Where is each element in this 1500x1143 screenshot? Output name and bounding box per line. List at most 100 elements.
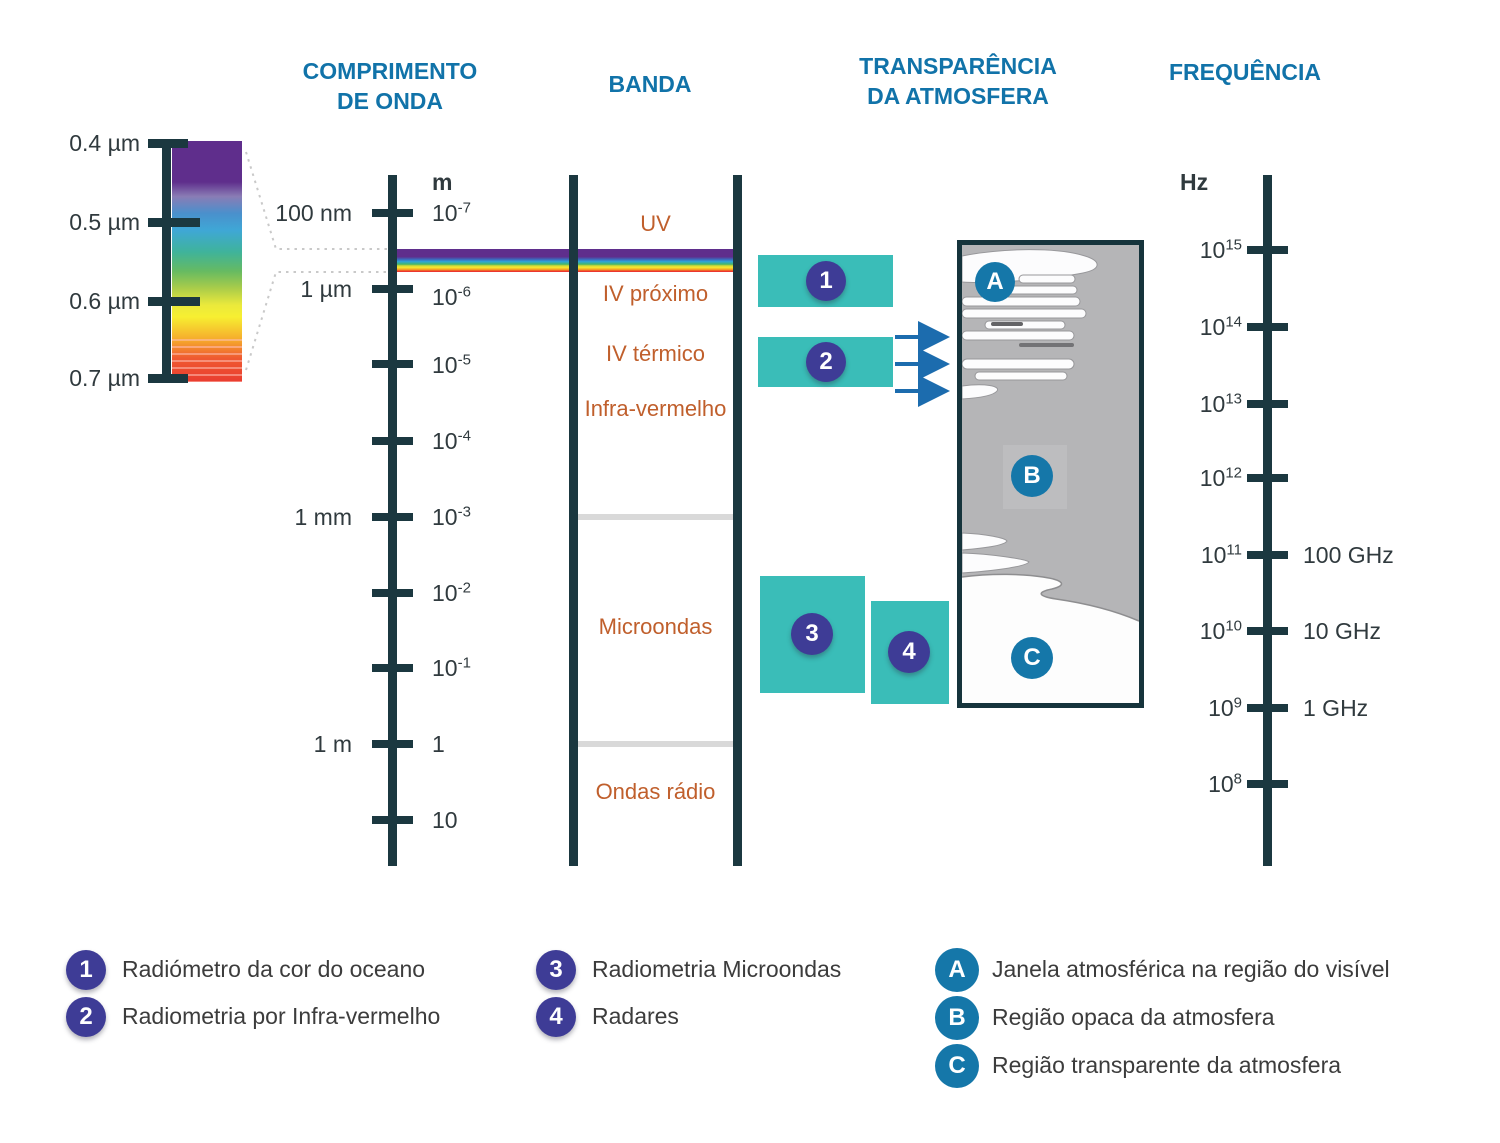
power-exp: -2 — [457, 579, 471, 597]
power-exp: -4 — [457, 427, 471, 445]
power-base: 1 — [432, 731, 445, 757]
frequency-tick-1e13 — [1247, 400, 1288, 408]
header-wavelength: COMPRIMENTO DE ONDA — [230, 56, 550, 116]
header-transparency-line2: DA ATMOSFERA — [867, 83, 1049, 109]
header-wavelength-line1: COMPRIMENTO — [302, 58, 478, 84]
power-base: 10 — [432, 504, 458, 530]
frequency-power-1e11: 1011 — [1130, 542, 1242, 569]
spectrum-tick-0.5 — [148, 218, 200, 227]
frequency-ghz-10: 10 GHz — [1303, 618, 1381, 644]
band-label-uv: UV — [640, 211, 671, 236]
legend-text-1: Radiómetro da cor do oceano — [122, 956, 426, 982]
power-exp: -6 — [457, 283, 471, 301]
absorption-streak-2 — [1019, 343, 1074, 347]
frequency-ghz-1: 1 GHz — [1303, 695, 1369, 721]
wavelength-power-1e-5: 10-5 — [432, 352, 471, 379]
legend-marker-1: 1 — [66, 950, 106, 990]
region-marker-b: B — [1011, 455, 1053, 497]
power-exp: -7 — [457, 199, 471, 217]
band-label-near-ir: IV próximo — [602, 281, 709, 306]
header-wavelength-line2: DE ONDA — [336, 88, 444, 114]
wavelength-metric-1m: 1 m — [313, 731, 352, 757]
legend-text-b: Região opaca da atmosfera — [992, 1004, 1275, 1030]
visible-spectrum-gradient-bar — [172, 141, 242, 383]
power-exp: 10 — [1225, 617, 1242, 635]
frequency-power-1e8: 108 — [1130, 771, 1242, 798]
frequency-power-1e14: 1014 — [1130, 314, 1242, 341]
wavelength-power-1e-7: 10-7 — [432, 200, 471, 227]
sensor-marker-2: 2 — [806, 342, 846, 382]
wavelength-tick-1e-1 — [372, 664, 413, 672]
band-label-radio: Ondas rádio — [595, 779, 716, 804]
power-exp: 8 — [1233, 770, 1242, 788]
spectrum-cap-top — [148, 139, 188, 148]
atmosphere-transparency-plot — [957, 240, 1144, 708]
power-base: 10 — [432, 284, 458, 310]
wavelength-metric-1mm: 1 mm — [294, 504, 353, 530]
frequency-tick-1e15 — [1247, 246, 1288, 254]
sensor-marker-3: 3 — [791, 613, 833, 655]
power-exp: 13 — [1225, 390, 1242, 408]
wavelength-metric-100nm: 100 nm — [275, 200, 352, 226]
frequency-axis-line — [1263, 175, 1272, 866]
power-exp: 9 — [1233, 694, 1242, 712]
power-base: 10 — [432, 807, 458, 833]
legend-marker-b: B — [935, 996, 979, 1040]
band-column-left-line — [569, 175, 578, 866]
legend-marker-3: 3 — [536, 950, 576, 990]
frequency-tick-1e10 — [1247, 627, 1288, 635]
power-base: 10 — [1208, 771, 1234, 797]
frequency-ghz-100: 100 GHz — [1303, 542, 1394, 568]
wavelength-tick-1e-3 — [372, 513, 413, 521]
power-exp: -1 — [457, 654, 471, 672]
legend-marker-c: C — [935, 1044, 979, 1088]
wavelength-tick-10 — [372, 816, 413, 824]
legend-text-c: Região transparente da atmosfera — [992, 1052, 1342, 1078]
legend-marker-4: 4 — [536, 997, 576, 1037]
power-exp: -3 — [457, 503, 471, 521]
wavelength-tick-1e-7 — [372, 209, 413, 217]
power-base: 10 — [432, 655, 458, 681]
wavelength-power-10: 10 — [432, 807, 458, 834]
atmosphere-transparency-chart — [957, 240, 1144, 708]
spectrum-label-0.5um: 0.5 µm — [69, 209, 140, 235]
spectrum-axis-line — [162, 141, 171, 382]
power-base: 10 — [432, 352, 458, 378]
wavelength-power-1e-4: 10-4 — [432, 428, 471, 455]
header-band: BANDA — [608, 71, 692, 97]
power-exp: 15 — [1225, 236, 1242, 254]
band-separator-microwave — [578, 514, 733, 520]
spectrum-tick-0.6 — [148, 297, 200, 306]
spectrum-cap-bottom — [148, 374, 188, 383]
power-exp: 12 — [1225, 464, 1242, 482]
wavelength-power-1: 1 — [432, 731, 445, 758]
power-base: 10 — [1199, 618, 1226, 644]
frequency-unit-label: Hz — [1180, 169, 1209, 195]
band-separator-radio — [578, 741, 733, 747]
radio-window-boundary — [961, 573, 1140, 622]
band-label-thermal-ir: IV térmico — [605, 341, 706, 366]
power-exp: -5 — [457, 351, 471, 369]
frequency-tick-1e11 — [1247, 551, 1288, 559]
legend-text-a: Janela atmosférica na região do visível — [992, 956, 1390, 982]
wavelength-power-1e-1: 10-1 — [432, 655, 471, 682]
header-transparency: TRANSPARÊNCIA DA ATMOSFERA — [798, 51, 1118, 111]
legend-text-3: Radiometria Microondas — [592, 956, 842, 982]
frequency-power-1e12: 1012 — [1130, 465, 1242, 492]
frequency-power-1e9: 109 — [1130, 695, 1242, 722]
region-marker-c: C — [1011, 637, 1053, 679]
band-column-right-line — [733, 175, 742, 866]
frequency-tick-1e8 — [1247, 780, 1288, 788]
spectrum-label-0.6um: 0.6 µm — [69, 288, 140, 314]
legend-text-4: Radares — [592, 1003, 679, 1029]
absorption-streak-1 — [991, 322, 1023, 326]
wavelength-tick-1e-5 — [372, 360, 413, 368]
power-base: 10 — [1199, 237, 1226, 263]
wavelength-tick-1 — [372, 740, 413, 748]
power-base: 10 — [432, 428, 458, 454]
power-base: 10 — [432, 580, 458, 606]
wavelength-unit-label: m — [432, 169, 453, 195]
wavelength-power-1e-6: 10-6 — [432, 284, 471, 311]
legend-marker-2: 2 — [66, 997, 106, 1037]
